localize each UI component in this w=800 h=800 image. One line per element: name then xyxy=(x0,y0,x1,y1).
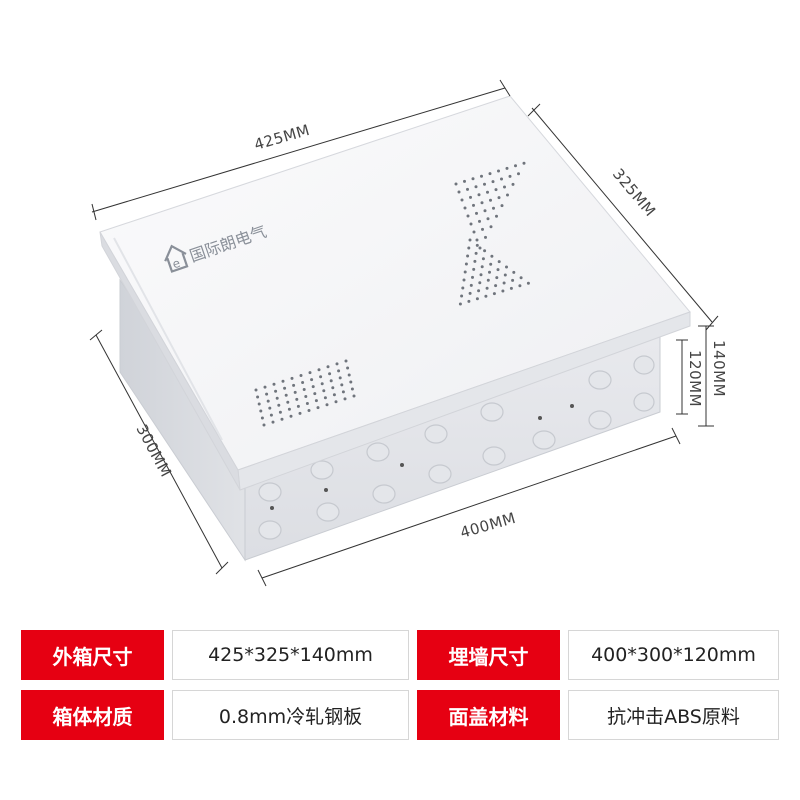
spec-label-body-material: 箱体材质 xyxy=(21,690,164,740)
product-illustration: e 国际朗电气 425MM 325MM 140MM 120MM 400MM 30… xyxy=(89,79,728,587)
spec-value-body-material: 0.8mm冷轧钢板 xyxy=(172,690,409,740)
spec-row: 外箱尺寸 425*325*140mm 埋墙尺寸 400*300*120mm xyxy=(21,630,779,680)
house-e-logo-icon: e xyxy=(164,244,189,273)
dim-height-inner: 120MM xyxy=(686,350,704,407)
spec-value-outer-size: 425*325*140mm xyxy=(172,630,409,680)
vent-grid-lower xyxy=(458,238,530,306)
spec-value-embed-size: 400*300*120mm xyxy=(568,630,779,680)
spec-label-embed-size: 埋墙尺寸 xyxy=(417,630,560,680)
spec-row: 箱体材质 0.8mm冷轧钢板 面盖材料 抗冲击ABS原料 xyxy=(21,690,779,740)
svg-text:e: e xyxy=(171,256,183,272)
dim-top-depth: 325MM xyxy=(609,165,659,220)
lid-left-edge xyxy=(99,231,241,491)
small-holes xyxy=(270,404,574,510)
spec-value-cover-material: 抗冲击ABS原料 xyxy=(568,690,779,740)
dim-height-outer: 140MM xyxy=(710,340,728,397)
dim-body-width: 400MM xyxy=(458,509,518,542)
knockout-holes xyxy=(258,355,655,540)
spec-label-cover-material: 面盖材料 xyxy=(417,690,560,740)
spec-label-outer-size: 外箱尺寸 xyxy=(21,630,164,680)
vent-grid-small xyxy=(254,359,356,427)
vent-grid-upper xyxy=(454,161,526,250)
